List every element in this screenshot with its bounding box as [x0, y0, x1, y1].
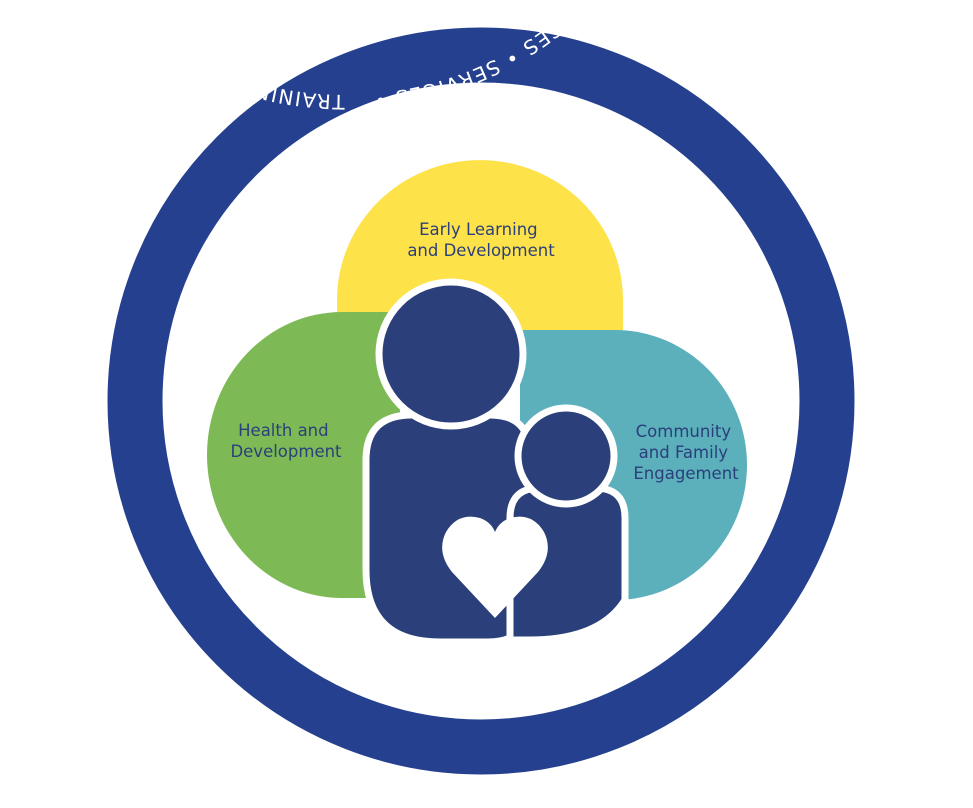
- ring-separator-dot: •: [374, 86, 396, 112]
- heart-icon: [442, 516, 548, 618]
- parent-head: [375, 278, 527, 430]
- child-head: [514, 404, 618, 508]
- community-label: Community and Family Engagement: [633, 422, 739, 483]
- early-learning-section: [337, 160, 623, 330]
- health-section: [207, 312, 400, 598]
- early-learning-label: Early Learning and Development: [407, 220, 555, 260]
- outer-ring: [107, 27, 855, 775]
- ring-word: ADVOCACY: [100, 0, 215, 85]
- health-label: Health and Development: [230, 421, 342, 461]
